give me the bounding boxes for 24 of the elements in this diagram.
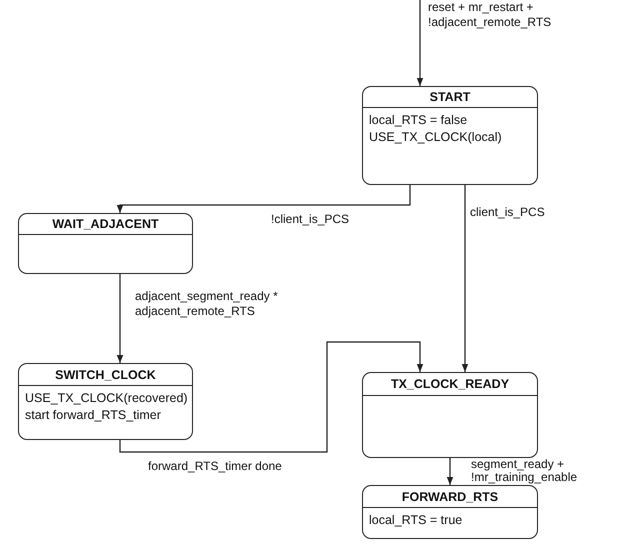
state-action: local_RTS = true	[369, 512, 464, 529]
state-box	[362, 372, 538, 458]
state-box	[362, 86, 538, 185]
arrow	[116, 185, 411, 213]
edge-label: forward_RTS_timer done	[147, 459, 283, 474]
state-action: local_RTS = false	[369, 112, 468, 129]
state-name: WAIT_ADJACENT	[52, 217, 159, 231]
arrow	[462, 185, 468, 372]
state-action: USE_TX_CLOCK(local)	[369, 129, 503, 146]
state-box	[362, 485, 538, 539]
state-name: START	[430, 90, 470, 104]
state-box	[18, 363, 193, 440]
arrow	[116, 274, 124, 363]
state-action: USE_TX_CLOCK(recovered)	[25, 390, 186, 407]
edge-label: !client_is_PCS	[270, 212, 350, 227]
state-box	[18, 213, 193, 274]
state-action: start forward_RTS_timer	[25, 407, 162, 424]
arrow	[119, 341, 424, 453]
state-name: FORWARD_RTS	[402, 490, 498, 504]
state-name: SWITCH_CLOCK	[55, 368, 156, 382]
edge-label: client_is_PCS	[469, 205, 546, 220]
arrow	[416, 0, 424, 86]
state-name: TX_CLOCK_READY	[390, 377, 510, 391]
arrow	[446, 458, 454, 485]
